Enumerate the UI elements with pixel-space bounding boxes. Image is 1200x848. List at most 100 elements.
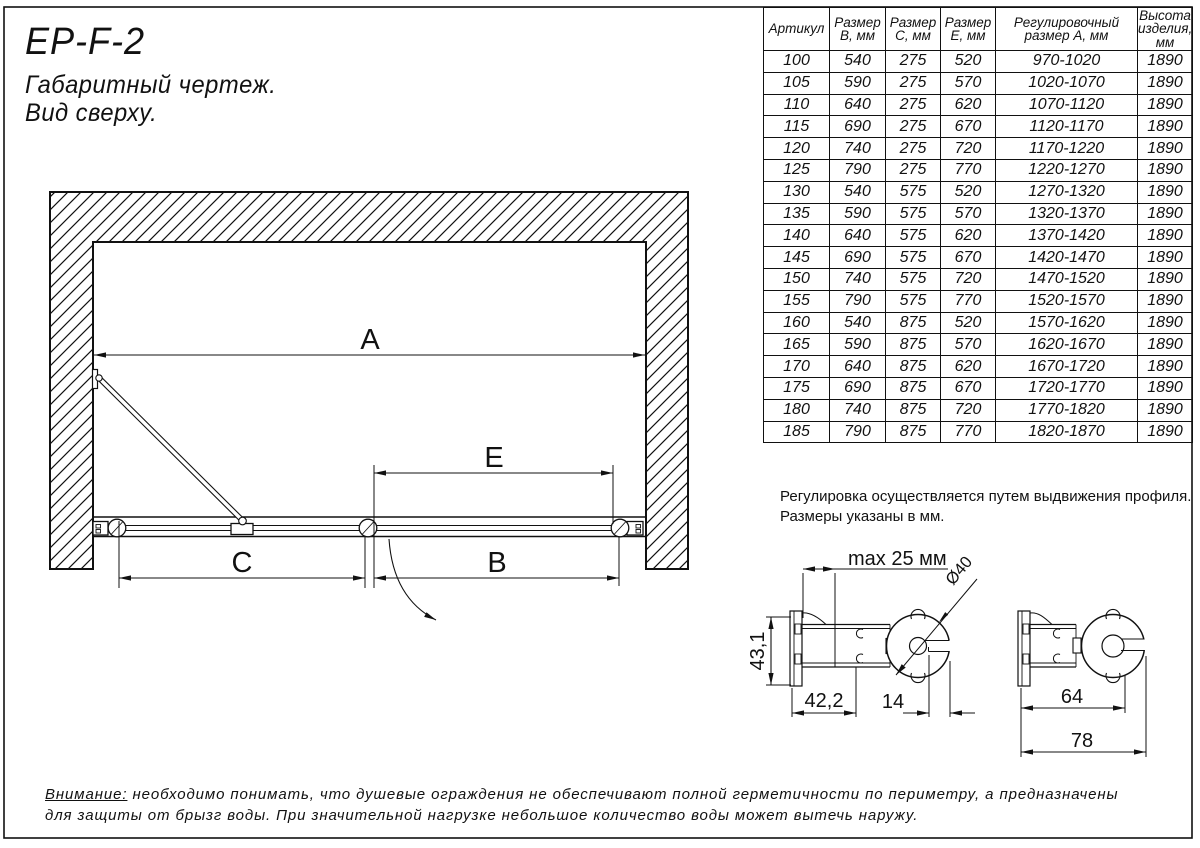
table-cell: 275 [885,50,941,73]
table-cell: 740 [829,137,886,160]
bottom-rail [92,516,646,538]
table-cell: 670 [940,115,996,139]
table-cell: 875 [885,420,941,444]
table-cell: 1890 [1137,376,1193,400]
table-cell: 690 [829,115,886,139]
table-cell: 1890 [1137,246,1193,269]
table-cell: 125 [763,158,830,182]
table-cell: 540 [829,311,886,335]
table-cell: 1120-1170 [995,115,1138,139]
table-cell: 1890 [1137,50,1193,73]
main-drawing: A E C B [49,191,689,621]
door-glass [96,375,244,522]
warning-text1: необходимо понимать, что душевые огражде… [127,786,1119,803]
table-cell: 540 [829,50,886,73]
table-cell: 875 [885,333,941,357]
table-cell: 575 [885,246,941,269]
dim-label-b: B [487,547,506,579]
table-cell: 575 [885,267,941,291]
table-cell: 620 [940,93,996,117]
table-cell: 1890 [1137,202,1193,226]
table-cell: 275 [885,158,941,182]
model-title: EP-F-2 [25,21,146,63]
table-cell: 165 [763,333,830,357]
table-cell: 1270-1320 [995,180,1138,204]
table-cell: 1890 [1137,311,1193,335]
table-cell: 110 [763,93,830,117]
table-cell: 1170-1220 [995,137,1138,160]
table-cell: 135 [763,202,830,226]
table-cell: 1370-1420 [995,224,1138,248]
warning-line1: Внимание: необходимо понимать, что душев… [45,784,1118,805]
warning-text: Внимание: необходимо понимать, что душев… [45,784,1118,826]
detail-left: max 25 мм Ø40 43,1 42,2 14 [747,548,978,717]
warning-line2: для защиты от брызг воды. При значительн… [45,807,919,824]
table-cell: 1890 [1137,333,1193,357]
table-cell: 1890 [1137,289,1193,313]
dim-label-a: A [360,324,380,356]
table-cell: 740 [829,267,886,291]
table-cell: 160 [763,311,830,335]
table-cell: 770 [940,420,996,444]
slot-offset-label: 14 [882,691,904,713]
table-cell: 590 [829,202,886,226]
table-cell: 770 [940,289,996,313]
table-cell: 1890 [1137,398,1193,422]
diameter-label: Ø40 [942,553,976,588]
table-cell: 1820-1870 [995,420,1138,444]
table-cell: 640 [829,224,886,248]
table-cell: 170 [763,355,830,378]
table-cell: 130 [763,180,830,204]
table-cell: 120 [763,137,830,160]
door-pivot [95,374,103,382]
table-cell: 1420-1470 [995,246,1138,269]
table-cell: 1070-1120 [995,93,1138,117]
note-line2: Размеры указаны в мм. [780,507,945,525]
table-cell: 740 [829,398,886,422]
dim-label-c: C [232,547,253,579]
table-cell: 875 [885,398,941,422]
table-cell: 275 [885,71,941,95]
title-block: EP-F-2 Габаритный чертеж. Вид сверху. [25,22,276,127]
table-cell: 180 [763,398,830,422]
subtitle-line2: Вид сверху. [25,99,158,127]
table-cell: 575 [885,202,941,226]
table-cell: 155 [763,289,830,313]
table-cell: 575 [885,180,941,204]
table-cell: 690 [829,376,886,400]
table-cell: 1890 [1137,180,1193,204]
table-cell: 145 [763,246,830,269]
table-cell: 1770-1820 [995,398,1138,422]
dimension-labels: A E C B [232,324,507,579]
note-line1: Регулировка осуществляется путем выдвиже… [780,488,1192,505]
profile-height-label: 43,1 [747,632,769,671]
door-swing-arc [388,538,437,621]
table-cell: 640 [829,93,886,117]
table-cell: 720 [940,137,996,160]
table-cell: 520 [940,180,996,204]
table-cell: 690 [829,246,886,269]
subtitle-line1: Габаритный чертеж. [25,71,277,99]
table-cell: 540 [829,180,886,204]
table-cell: 140 [763,224,830,248]
table-cell: 720 [940,267,996,291]
warning-label: Внимание: [45,786,128,803]
table-cell: 670 [940,246,996,269]
table-cell: 590 [829,71,886,95]
table-cell: 570 [940,202,996,226]
table-cell: 1320-1370 [995,202,1138,226]
column-header: Артикул [763,7,830,51]
